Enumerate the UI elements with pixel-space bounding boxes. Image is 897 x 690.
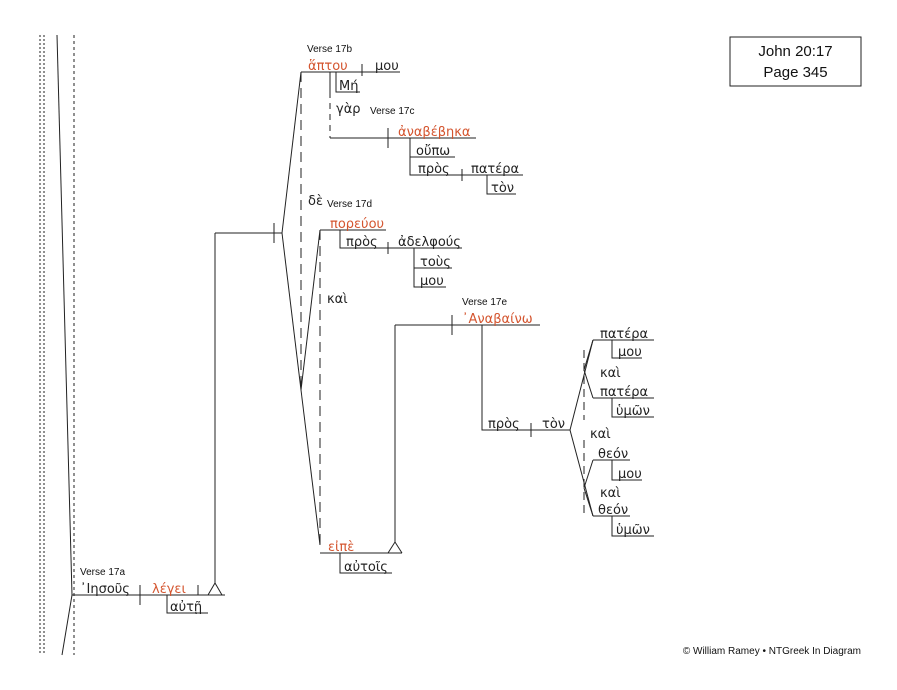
word-patera-2: πατέρα — [600, 327, 648, 342]
word-patera-1: πατέρα — [471, 162, 519, 177]
word-kai-4: καὶ — [600, 486, 621, 501]
word-haptou: ἅπτου — [308, 59, 348, 74]
reference-title: John 20:17 — [758, 43, 832, 60]
word-mou-4: μου — [618, 467, 642, 482]
word-ton-1: τὸν — [491, 181, 514, 196]
word-me: Μή — [339, 79, 358, 94]
fork-17d — [300, 229, 321, 546]
clause-17e — [481, 325, 654, 537]
word-theon-1: θεόν — [598, 447, 628, 462]
verse-label-17c: Verse 17c — [370, 106, 414, 117]
word-patera-3: πατέρα — [600, 385, 648, 400]
word-kai-2: καὶ — [600, 366, 621, 381]
left-border — [39, 34, 75, 656]
clause-17d — [320, 229, 462, 288]
word-oupo: οὔπω — [416, 144, 450, 159]
word-adelphous: ἀδελφούς — [398, 235, 461, 250]
word-kai-1: καὶ — [327, 292, 348, 307]
copyright: © William Ramey • NTGreek In Diagram — [683, 646, 861, 657]
word-mou-2: μου — [420, 274, 444, 289]
verse-label-17b: Verse 17b — [307, 44, 352, 55]
word-gar: γὰρ — [336, 102, 361, 117]
word-aute: αὐτῇ — [170, 600, 202, 615]
word-anabebeka: ἀναβέβηκα — [398, 125, 471, 140]
word-autois: αὐτοῖς — [344, 560, 388, 575]
word-kai-3: καὶ — [590, 427, 611, 442]
word-theon-2: θεόν — [598, 503, 628, 518]
verse-label-17d: Verse 17d — [327, 199, 372, 210]
verse-label-17a: Verse 17a — [80, 567, 125, 578]
clause-17a — [72, 223, 282, 614]
word-ton-2: τὸν — [542, 417, 565, 432]
word-iesous: ᾿Ιησοῦς — [80, 582, 130, 597]
word-humon-1: ὑμῶν — [616, 404, 650, 419]
word-mou-1: μου — [375, 59, 399, 74]
word-pros-2: πρὸς — [346, 235, 378, 250]
object-fork — [281, 71, 302, 391]
reference-box: John 20:17 Page 345 — [729, 36, 862, 87]
word-legei: λέγει — [152, 582, 186, 597]
word-tous: τοὺς — [420, 255, 451, 270]
word-humon-2: ὑμῶν — [616, 523, 650, 538]
word-mou-3: μου — [618, 345, 642, 360]
page-number: Page 345 — [763, 64, 827, 81]
clause-17b — [301, 64, 523, 195]
word-pros-1: πρὸς — [418, 162, 450, 177]
verse-label-17e: Verse 17e — [462, 297, 507, 308]
word-poreuou: πορεύου — [330, 217, 384, 232]
word-pros-3: πρὸς — [488, 417, 520, 432]
word-anabaino: ᾿Αναβαίνω — [462, 312, 533, 327]
word-eipe: εἰπὲ — [328, 540, 354, 555]
word-de: δὲ — [308, 194, 323, 209]
clause-eipe — [320, 315, 540, 574]
